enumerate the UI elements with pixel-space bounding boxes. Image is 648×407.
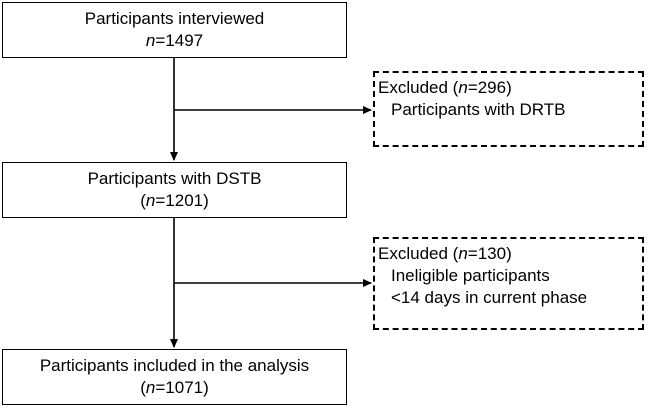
paren-open: ( [140, 378, 146, 397]
box-count: (n=1071) [3, 377, 346, 399]
participants-interviewed-box: Participants interviewed n=1497 [2, 2, 347, 58]
n-label: n [458, 78, 468, 97]
n-value: =1497 [155, 31, 204, 50]
n-value: =1071) [155, 378, 209, 397]
box-title: Participants interviewed [84, 9, 265, 28]
participants-dstb-box: Participants with DSTB (n=1201) [2, 162, 347, 218]
box-count: n=1497 [3, 30, 346, 52]
exclusion-reason: Participants with DRTB [391, 100, 566, 119]
box-title: Participants included in the analysis [39, 356, 310, 375]
paren-open: ( [140, 191, 146, 210]
participants-analysis-box: Participants included in the analysis (n… [2, 349, 347, 405]
exclusion-reason: <14 days in current phase [391, 288, 588, 307]
exclusion-reason: Ineligible participants [391, 266, 550, 285]
exclusion-prefix: Excluded ( [378, 244, 459, 263]
box-title: Participants with DSTB [87, 169, 262, 188]
exclusion-header: Excluded (n=130) [378, 243, 642, 265]
n-value: =296) [467, 78, 512, 97]
n-value: =130) [467, 244, 512, 263]
exclusion-box-drtb: Excluded (n=296) Participants with DRTB [373, 71, 644, 147]
n-value: =1201) [155, 191, 209, 210]
exclusion-prefix: Excluded ( [378, 78, 459, 97]
exclusion-header: Excluded (n=296) [378, 77, 642, 99]
n-label: n [458, 244, 468, 263]
exclusion-box-ineligible: Excluded (n=130) Ineligible participants… [373, 237, 644, 330]
n-label: n [145, 191, 156, 210]
box-count: (n=1201) [3, 190, 346, 212]
n-label: n [145, 31, 156, 50]
n-label: n [145, 378, 156, 397]
